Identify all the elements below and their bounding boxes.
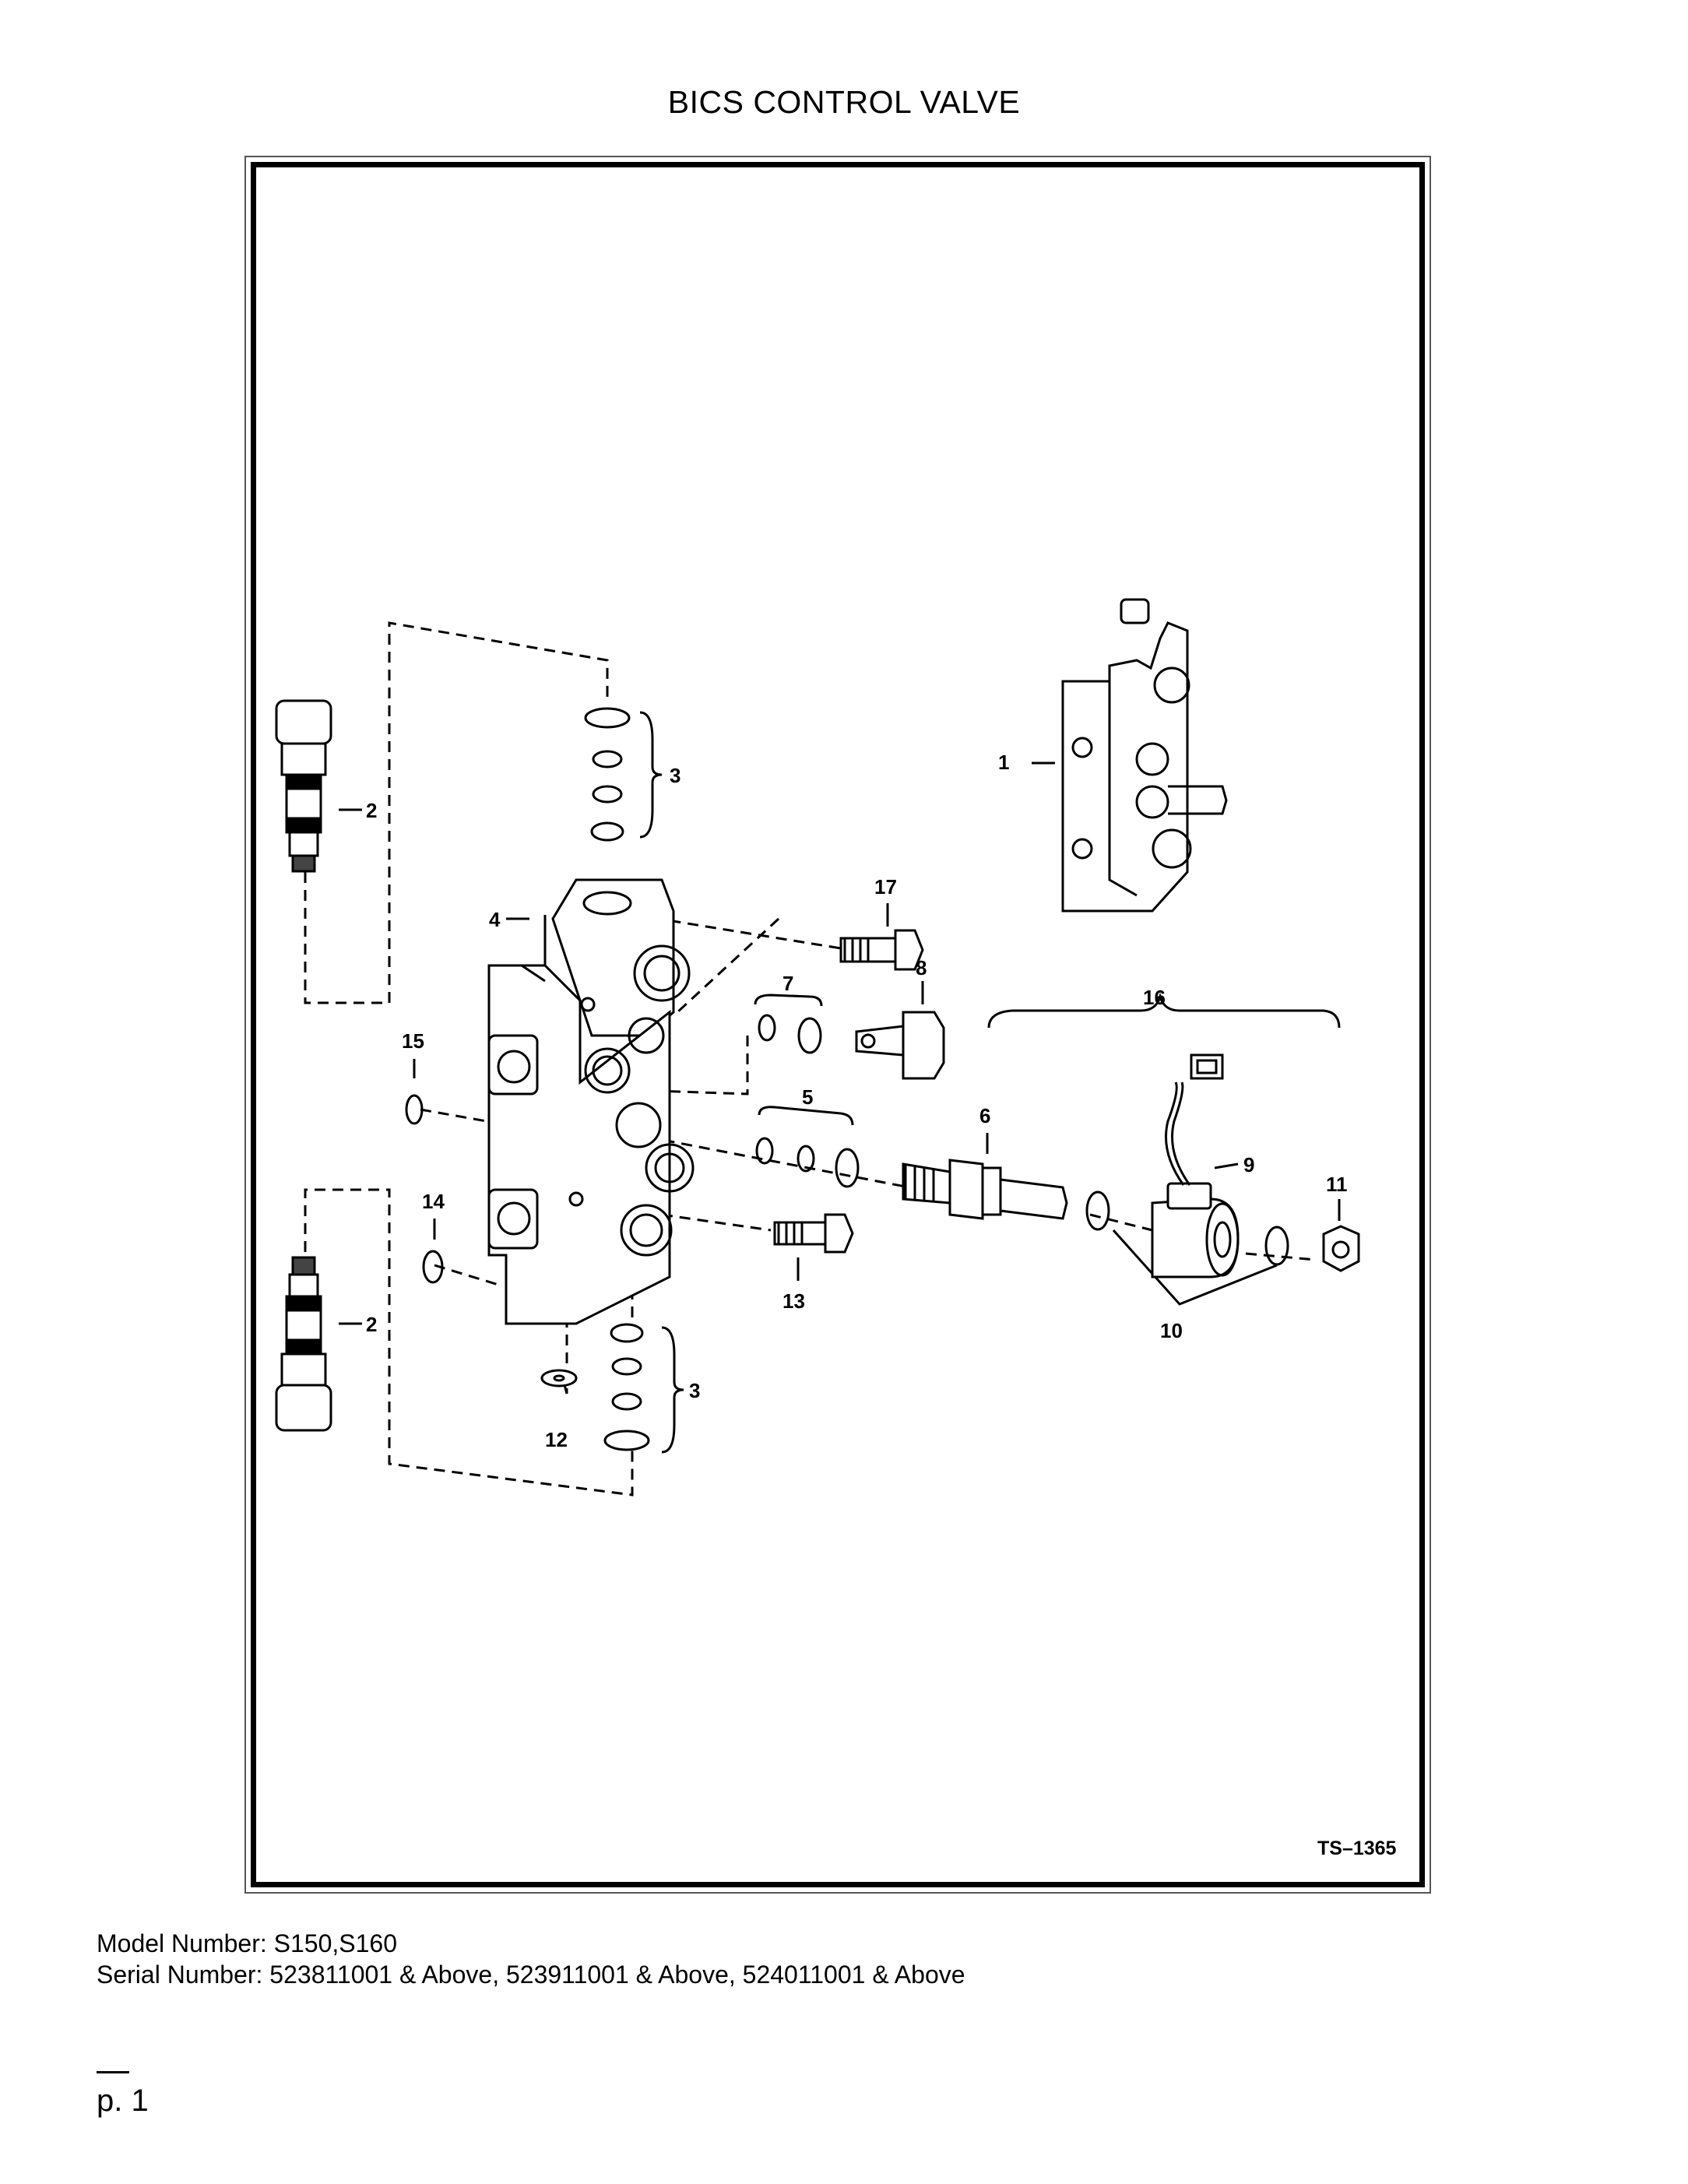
- callout-6: 6: [979, 1104, 990, 1127]
- callout-14: 14: [422, 1190, 445, 1213]
- solenoid-cartridge-part: [902, 1133, 1068, 1220]
- nut-part: [1322, 1199, 1360, 1272]
- callout-2-bottom: 2: [366, 1313, 377, 1336]
- relief-plug-part: [855, 981, 945, 1080]
- callout-11: 11: [1326, 1173, 1348, 1196]
- o-ring-set-bottom-part: [603, 1323, 684, 1454]
- callout-13: 13: [782, 1289, 805, 1313]
- serial-number-line: Serial Number: 523811001 & Above, 523911…: [97, 1961, 965, 1989]
- bracket-16: [987, 992, 1341, 1029]
- drawing-reference-code: TS–1365: [1317, 1838, 1397, 1859]
- diagram-frame: [251, 162, 1425, 1887]
- cartridge-valve-bottom-part: [275, 1256, 362, 1432]
- diagram-frame-outer: [244, 156, 1431, 1894]
- callout-3-top: 3: [670, 764, 680, 787]
- bolt-17-part: [839, 903, 924, 971]
- solenoid-coil-part: [1151, 1053, 1240, 1278]
- cartridge-valve-top-part: [275, 699, 362, 873]
- page-number-rule: [97, 2071, 129, 2073]
- callout-16: 16: [1143, 986, 1166, 1009]
- page-number: p. 1: [97, 2084, 149, 2118]
- leader-10: [1112, 1229, 1278, 1306]
- callout-7: 7: [782, 972, 793, 995]
- o-ring-15-part: [405, 1094, 424, 1125]
- o-ring-10a-part: [1085, 1190, 1110, 1231]
- assembled-valve-part: [1032, 598, 1228, 913]
- o-ring-set-7-part: [754, 994, 823, 1054]
- callout-15: 15: [402, 1029, 424, 1053]
- callout-2-top: 2: [366, 799, 377, 822]
- callout-5: 5: [802, 1085, 813, 1109]
- valve-body-part: [487, 878, 695, 1325]
- callout-3-bottom: 3: [689, 1379, 700, 1402]
- callout-1: 1: [998, 751, 1009, 774]
- o-ring-14-part: [422, 1250, 444, 1284]
- model-number-line: Model Number: S150,S160: [97, 1929, 397, 1957]
- bolt-13-part: [773, 1213, 854, 1281]
- page-title: BICS CONTROL VALVE: [667, 84, 1021, 120]
- callout-17: 17: [874, 875, 897, 899]
- callout-9: 9: [1243, 1153, 1254, 1176]
- plug-washer-part: [540, 1369, 578, 1387]
- callout-4: 4: [489, 908, 501, 931]
- callout-12: 12: [545, 1428, 568, 1451]
- callout-labels: 1 2 2 3 3 4 5 6 7 8 9 10 11 12 13 14 15 …: [366, 751, 1348, 1451]
- callout-8: 8: [916, 956, 927, 979]
- callout-10: 10: [1160, 1319, 1183, 1342]
- o-ring-set-5-part: [755, 1106, 860, 1188]
- o-ring-10b-part: [1264, 1226, 1289, 1266]
- o-ring-set-top-part: [584, 707, 663, 842]
